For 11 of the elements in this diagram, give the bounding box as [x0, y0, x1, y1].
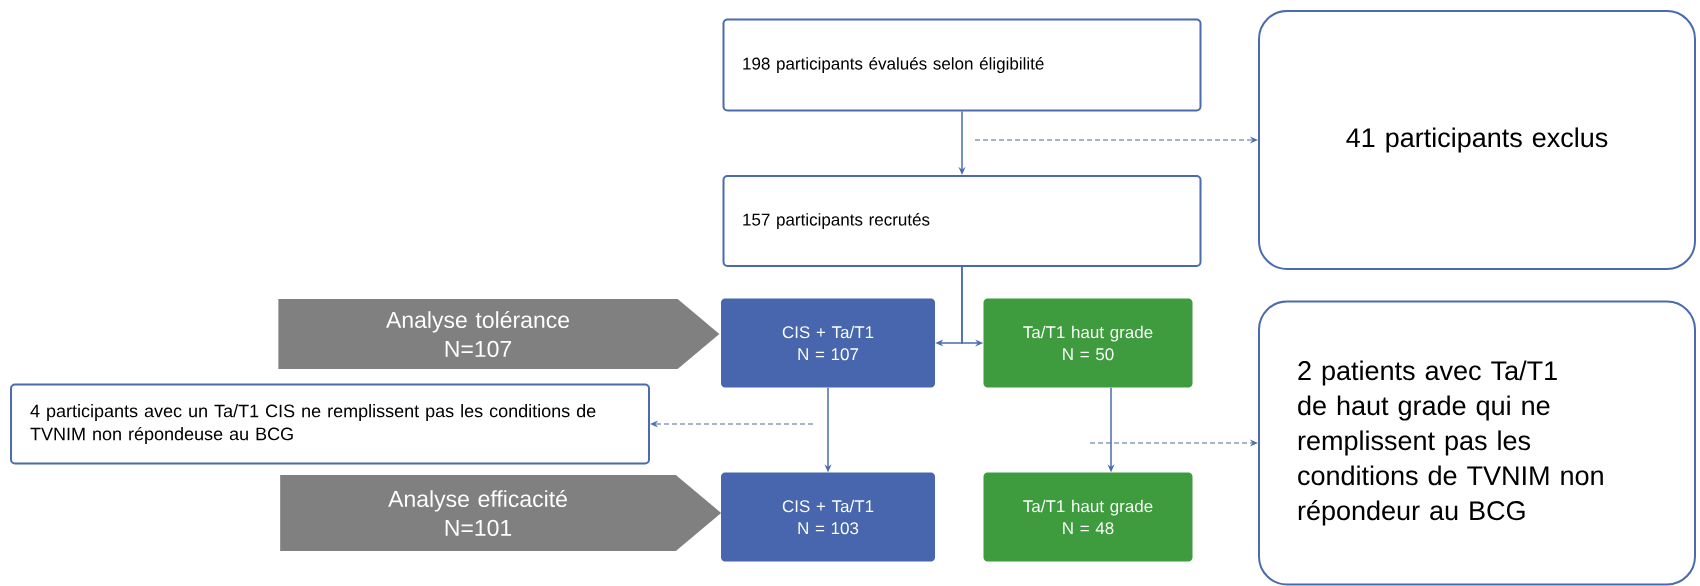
note-box: 2 patients avec Ta/T1 de haut grade qui ne remplissent pas les conditions de TVNIM non répondeur au BCG — [1258, 300, 1696, 586]
section-banner: Analyse efficacité N=101 — [280, 475, 722, 551]
group-box: Ta/T1 haut grade N = 48 — [983, 472, 1193, 562]
group-box: CIS + Ta/T1 N = 107 — [721, 298, 935, 388]
section-banner: Analyse tolérance N=107 — [278, 299, 720, 369]
note-box: 41 participants exclus — [1258, 10, 1696, 270]
process-box: 198 participants évalués selon éligibilité — [722, 18, 1202, 112]
process-box: 157 participants recrutés — [722, 175, 1202, 267]
process-box: 4 participants avec un Ta/T1 CIS ne remplissent pas les conditions de TVNIM non répondeuse au BCG — [10, 383, 650, 465]
group-box: Ta/T1 haut grade N = 50 — [983, 298, 1193, 388]
group-box: CIS + Ta/T1 N = 103 — [721, 472, 935, 562]
